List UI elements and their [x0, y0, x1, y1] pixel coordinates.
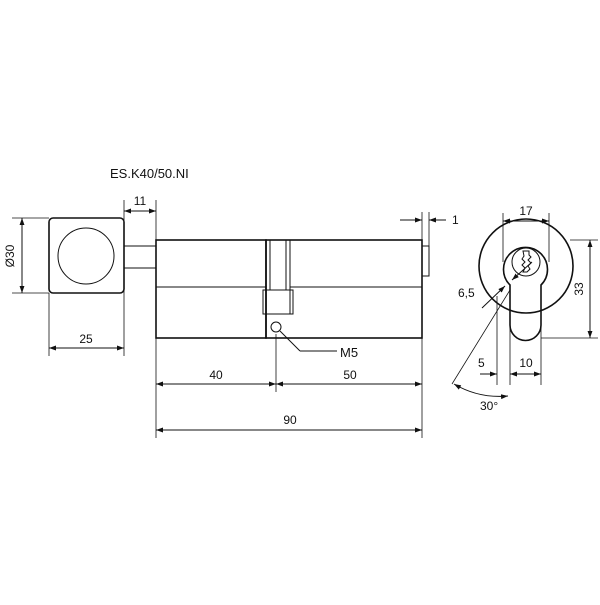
- angle-label: 30°: [480, 399, 498, 413]
- dimension-5-10: 5 10: [478, 296, 542, 385]
- front-end: [421, 245, 430, 277]
- dim-33-label: 33: [572, 282, 586, 296]
- dimension-11: 11: [123, 194, 157, 246]
- keyway: [521, 250, 532, 273]
- dim-17-label: 17: [519, 204, 533, 218]
- screw-hole: [270, 321, 282, 333]
- dim-90-label: 90: [283, 413, 297, 427]
- plug-circle: [511, 247, 541, 277]
- dim-5-label: 5: [478, 356, 485, 370]
- dim-40-label: 40: [209, 368, 223, 382]
- knob-circle: [57, 227, 115, 285]
- dimension-90: 90: [156, 413, 422, 433]
- dim-11-label: 11: [134, 194, 147, 208]
- dimension-1: 1: [400, 212, 459, 246]
- dimension-33: 33: [541, 239, 598, 339]
- spindle: [123, 245, 157, 269]
- side-view: [48, 217, 430, 339]
- dimension-6-5: 6,5: [458, 261, 533, 309]
- m5-label: M5: [340, 345, 358, 360]
- dimension-diameter-30: Ø30: [3, 217, 49, 294]
- front-outer-circle: [478, 218, 574, 314]
- dimension-17: 17: [502, 204, 550, 262]
- cylinder-profile: [502, 246, 549, 342]
- dim-65-label: 6,5: [458, 286, 475, 300]
- front-view: [478, 218, 574, 342]
- cylinder-body-left: [155, 239, 267, 339]
- drawing-title: ES.K40/50.NI: [110, 166, 189, 181]
- dim-50-label: 50: [343, 368, 357, 382]
- dim-10-label: 10: [519, 356, 533, 370]
- dimension-25: 25: [48, 268, 125, 356]
- m5-leader: M5: [279, 330, 358, 360]
- dim-25-label: 25: [79, 332, 93, 346]
- dimension-angle-30: 30°: [451, 289, 511, 413]
- dim-d30-label: Ø30: [3, 244, 17, 267]
- dim-1-label: 1: [452, 213, 459, 227]
- thumb-turn-knob: [48, 217, 125, 294]
- dimension-40-50: 40 50: [155, 334, 423, 438]
- cylinder-body-right: [265, 239, 423, 339]
